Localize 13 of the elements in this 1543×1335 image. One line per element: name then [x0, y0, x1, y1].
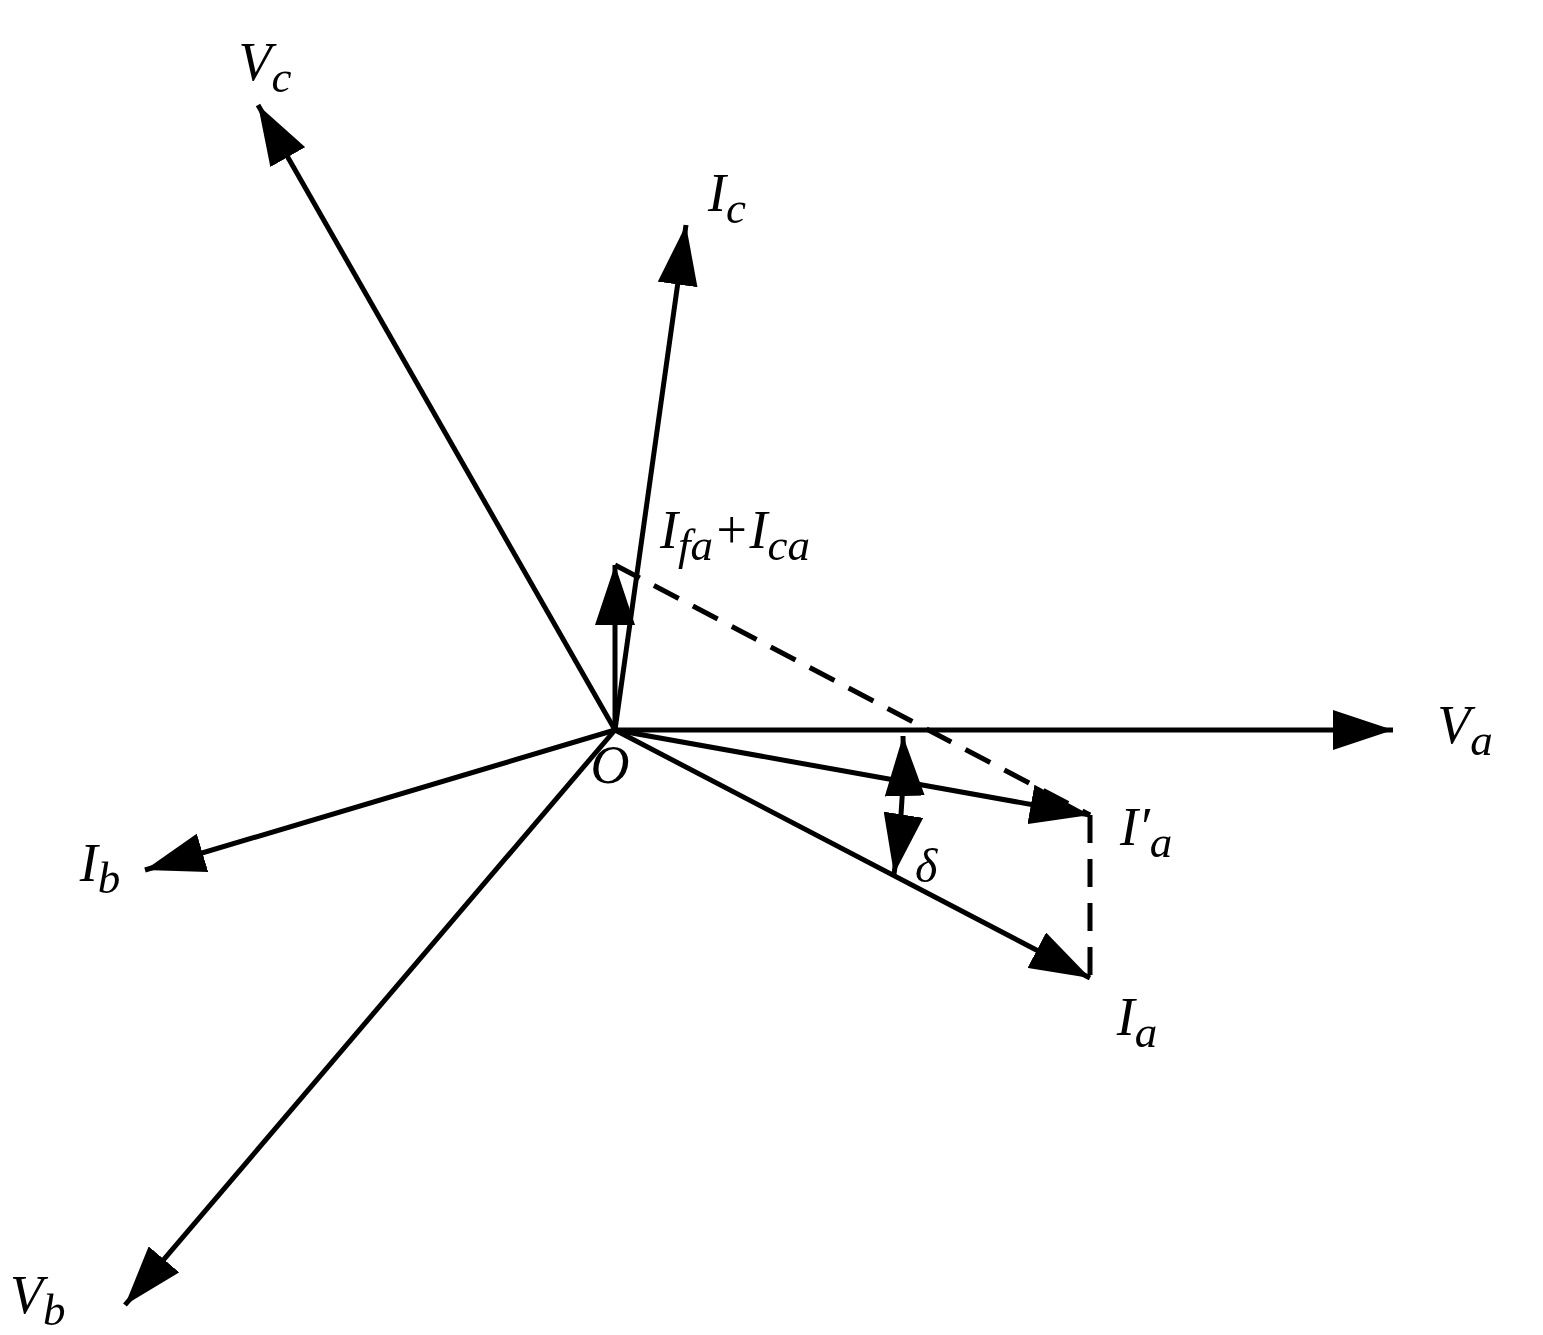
phasor-label: V$_{b}$ — [10, 1268, 66, 1333]
phasor-label: I$_{a}$ — [1116, 989, 1158, 1055]
phasor-label: V$_{a}$ — [1437, 698, 1493, 763]
phasor-label: I$_{b}$ — [79, 835, 121, 901]
dashed-line — [1087, 815, 1093, 978]
phasor-arrow — [595, 565, 635, 730]
dashed-line — [613, 562, 1092, 818]
phasor-label: I$_{fa}$+I$_{ca}$ — [660, 502, 810, 568]
phasor-label: V$_{c}$ — [238, 35, 292, 100]
phasor-label: I′$_{a}$ — [1120, 800, 1173, 865]
phasor-label: O — [590, 738, 630, 792]
phasor-label: I$_{c}$ — [708, 166, 746, 231]
angle-label: δ — [915, 842, 938, 890]
